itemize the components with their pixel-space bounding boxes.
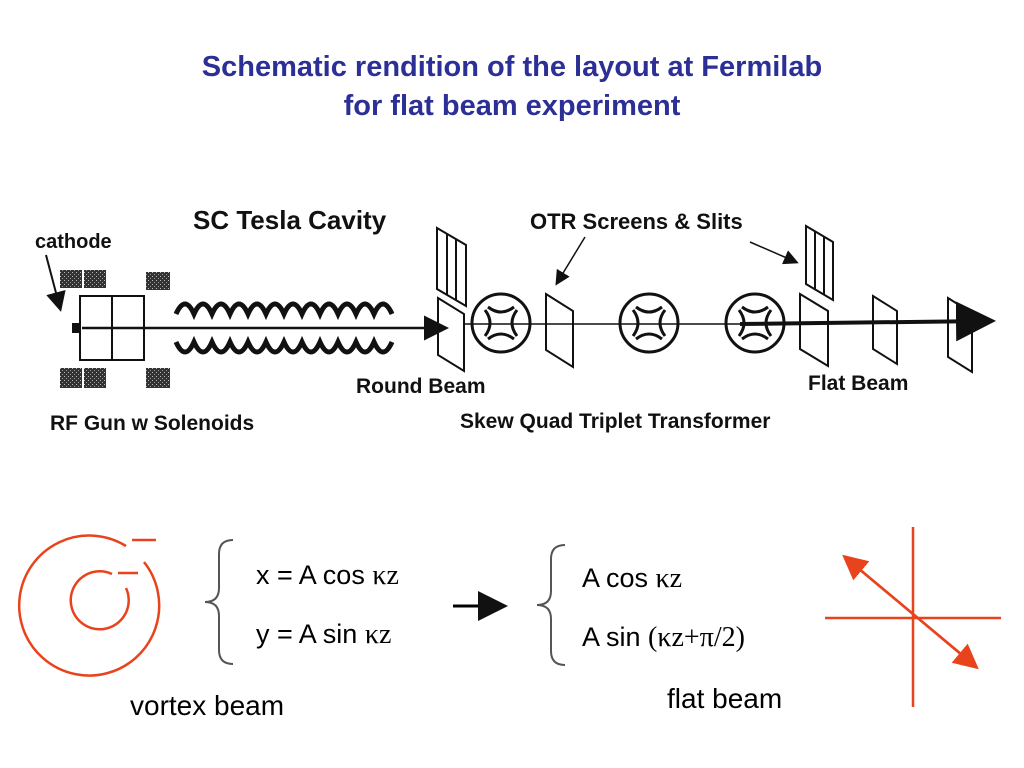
otr-pointer-arrow-left <box>555 236 586 286</box>
cathode-pointer-arrow <box>45 254 66 312</box>
otr-screen-2 <box>805 224 834 302</box>
equation-y: y = A sin κz <box>256 619 391 651</box>
right-brace <box>536 544 566 666</box>
caption-flat-beam: flat beam <box>667 683 783 714</box>
equation-out-2-text: A sin <box>582 622 649 652</box>
equation-out-1: A cos κz <box>582 563 682 595</box>
slit-planes <box>437 292 973 374</box>
vortex-beam-sketch <box>18 534 161 677</box>
equation-x-text: x = A cos <box>256 560 373 590</box>
flat-beam-sketch <box>825 527 1001 707</box>
label-flat-beam: Flat Beam <box>808 372 908 395</box>
label-cathode: cathode <box>35 231 112 253</box>
equation-y-text: y = A sin <box>256 619 365 649</box>
equation-y-greek: κz <box>364 619 392 650</box>
title-line-1: Schematic rendition of the layout at Fer… <box>201 51 823 83</box>
skew-quad-2 <box>618 292 680 354</box>
label-sc-tesla-cavity: SC Tesla Cavity <box>193 205 387 235</box>
equation-x-greek: κz <box>372 560 399 591</box>
title-line-2: for flat beam experiment <box>343 90 681 122</box>
beam-line-flat <box>739 301 996 342</box>
otr-pointer-arrow-right <box>749 241 799 265</box>
equation-out-1-text: A cos <box>582 563 656 593</box>
equation-out-2: A sin (κz+π/2) <box>582 622 745 654</box>
label-round-beam: Round Beam <box>356 375 486 398</box>
skew-quad-1 <box>470 292 532 354</box>
label-skew-quad: Skew Quad Triplet Transformer <box>460 410 770 433</box>
equation-x: x = A cos κz <box>256 560 399 592</box>
label-otr-screens: OTR Screens & Slits <box>530 209 743 234</box>
label-rf-gun: RF Gun w Solenoids <box>50 412 254 435</box>
equation-out-2-greek: (κz+π/2) <box>648 622 745 653</box>
tesla-cavity-cells <box>173 301 395 355</box>
equation-out-1-greek: κz <box>655 563 683 594</box>
solenoid-blocks <box>60 270 170 388</box>
caption-vortex-beam: vortex beam <box>130 690 285 721</box>
otr-screen-1 <box>436 226 467 308</box>
slide-title: Schematic rendition of the layout at Fer… <box>0 48 1024 126</box>
left-brace <box>204 539 234 665</box>
